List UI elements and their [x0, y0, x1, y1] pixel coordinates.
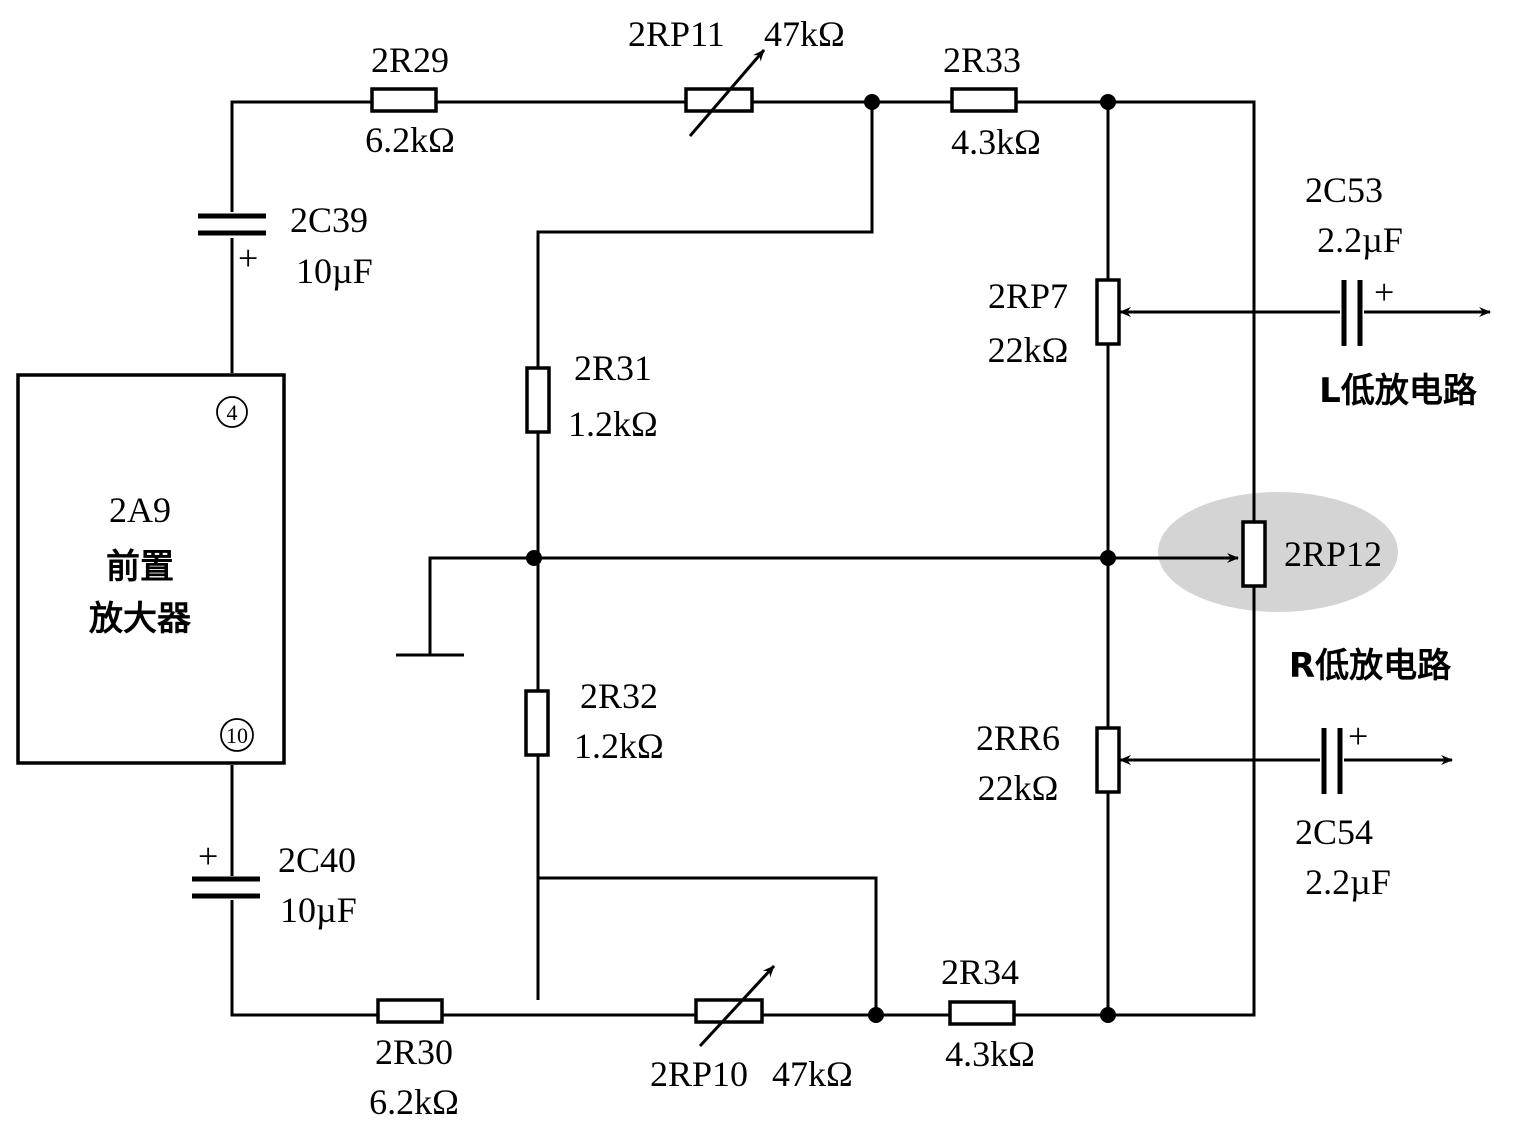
r30-value: 6.2kΩ: [369, 1082, 459, 1122]
rp7-value: 22kΩ: [988, 330, 1069, 370]
right-output-label: R低放电路: [1289, 646, 1452, 686]
r30-ref: 2R30: [375, 1032, 453, 1072]
junction-dot: [1100, 550, 1116, 566]
c53-polarity: +: [1374, 272, 1394, 312]
r29-ref: 2R29: [371, 40, 449, 80]
c39-value: 10µF: [296, 251, 373, 291]
c54-value: 2.2µF: [1305, 862, 1391, 902]
resistor-2r32: 2R32 1.2kΩ: [524, 676, 664, 766]
c40-ref: 2C40: [278, 840, 356, 880]
resistor-2r31: 2R31 1.2kΩ: [525, 348, 658, 444]
c40-polarity: +: [198, 836, 218, 876]
rr6-ref: 2RR6: [976, 718, 1060, 758]
pot-2rp10: 2RP10 47kΩ: [650, 964, 853, 1094]
rp11-ref: 2RP11: [628, 14, 725, 54]
r34-value: 4.3kΩ: [945, 1034, 1035, 1074]
c54-polarity: +: [1348, 716, 1368, 756]
junction-dot: [864, 94, 880, 110]
rp12-ref: 2RP12: [1284, 534, 1382, 574]
pot-2rp12: 2RP12: [1241, 520, 1382, 588]
capacitor-2c40: + 2C40 10µF: [190, 836, 357, 930]
resistor-2r29: 2R29 6.2kΩ: [365, 40, 455, 160]
resistor-2r33: 2R33 4.3kΩ: [943, 40, 1041, 162]
rp7-ref: 2RP7: [988, 276, 1068, 316]
pot-2rr6: 2RR6 22kΩ: [976, 718, 1121, 808]
c39-polarity: +: [238, 238, 258, 278]
pin-4-circle: [216, 396, 248, 428]
r31-value: 1.2kΩ: [568, 404, 658, 444]
c39-ref: 2C39: [290, 200, 368, 240]
junction-dot: [1100, 94, 1116, 110]
pot-2rp7: 2RP7 22kΩ: [988, 276, 1121, 370]
pot-2rp11: 2RP11 47kΩ: [628, 14, 845, 137]
module-box: [16, 373, 286, 765]
pin-10-circle: [220, 718, 254, 752]
rp10-value: 47kΩ: [772, 1054, 853, 1094]
rr6-value: 22kΩ: [978, 768, 1059, 808]
preamp-module: 4 10 2A9 前置 放大器: [16, 373, 286, 765]
junctions: [526, 94, 1116, 1023]
junction-dot: [868, 1007, 884, 1023]
r33-value: 4.3kΩ: [951, 122, 1041, 162]
r32-ref: 2R32: [580, 676, 658, 716]
c40-value: 10µF: [280, 890, 357, 930]
module-name-line2: 放大器: [89, 599, 192, 639]
pin-4-label: 4: [227, 400, 238, 425]
resistor-2r30: 2R30 6.2kΩ: [369, 998, 459, 1122]
module-name-line1: 前置: [106, 547, 174, 587]
rp12-highlight: [1158, 492, 1398, 612]
pin-10-label: 10: [226, 723, 248, 748]
r34-ref: 2R34: [941, 952, 1019, 992]
junction-dot: [526, 550, 542, 566]
capacitor-2c53: + 2C53 2.2µF: [1305, 170, 1403, 346]
left-output-label: L低放电路: [1319, 371, 1478, 411]
capacitor-2c39: + 2C39 10µF: [195, 200, 373, 291]
c53-value: 2.2µF: [1317, 220, 1403, 260]
r31-ref: 2R31: [574, 348, 652, 388]
junction-dot: [1100, 1007, 1116, 1023]
c54-ref: 2C54: [1295, 812, 1373, 852]
r29-value: 6.2kΩ: [365, 120, 455, 160]
c53-ref: 2C53: [1305, 170, 1383, 210]
resistor-2r34: 2R34 4.3kΩ: [941, 952, 1035, 1074]
rp10-ref: 2RP10: [650, 1054, 748, 1094]
capacitor-2c54: + 2C54 2.2µF: [1295, 716, 1391, 902]
r33-ref: 2R33: [943, 40, 1021, 80]
rp11-value: 47kΩ: [764, 14, 845, 54]
r32-value: 1.2kΩ: [574, 726, 664, 766]
module-id: 2A9: [109, 490, 171, 530]
